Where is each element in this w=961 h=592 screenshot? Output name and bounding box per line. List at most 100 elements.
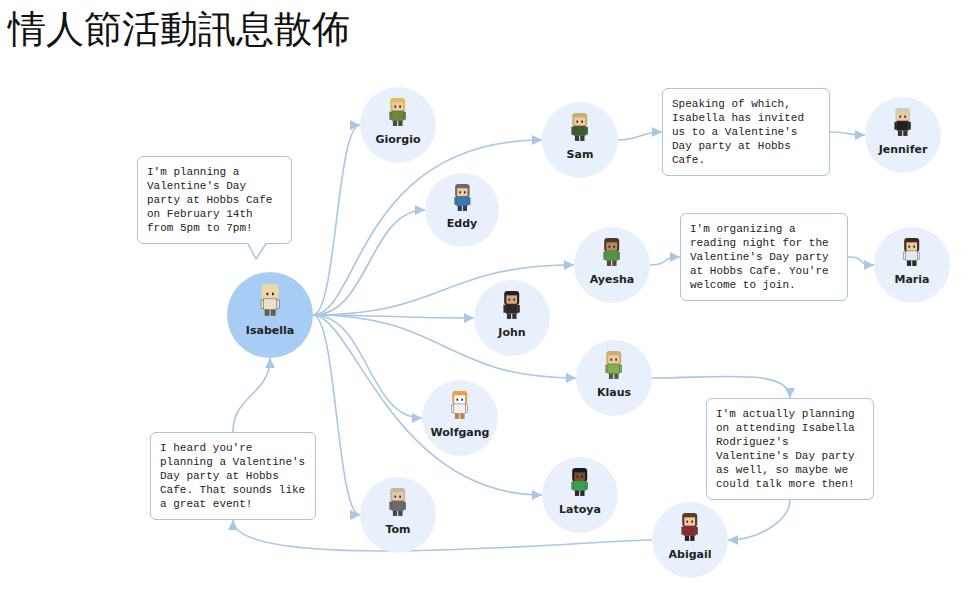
avatar-fringe [608,352,621,355]
message-arrow [618,132,662,140]
avatar-fringe [897,109,910,112]
character-avatar [387,487,408,517]
avatar-leg [613,261,617,266]
bubble-text: I heard you're planning a Valentine's Da… [160,441,306,511]
avatar-body [506,304,518,314]
character-name: Jennifer [865,143,941,156]
character-name: Latoya [542,503,618,516]
avatar-hair [455,184,469,197]
avatar-face [575,471,586,481]
character-avatar [258,283,282,317]
avatar-eye [462,399,464,401]
character-name: Klaus [576,386,652,399]
avatar-body [897,121,909,131]
avatar-face [455,394,466,404]
avatar-face [609,354,620,364]
bubble-text: I'm actually planning on attending Isabe… [716,407,864,491]
avatar-hair [391,98,406,112]
avatar-leg [513,314,517,319]
avatar-hair [605,238,620,252]
avatar-leg [607,261,611,266]
avatar-eye [457,399,459,401]
character-avatar [569,467,590,497]
character-circle: Wolfgang [422,380,498,456]
avatar-body [606,251,618,261]
avatar-leg [507,314,511,319]
character-circle: Abigail [652,502,728,578]
avatar-eye [582,121,584,123]
avatar-eye [266,293,268,295]
avatar-eye [909,246,911,248]
message-arrow [313,315,422,418]
avatar-eye [400,106,402,108]
avatar-hair [896,108,911,122]
avatar-leg [463,206,467,211]
character-avatar [387,97,408,127]
avatar-leg [898,131,902,136]
speech-bubble: I'm actually planning on attending Isabe… [706,398,874,500]
avatar-eye [905,116,907,118]
avatar-leg [575,136,579,141]
message-arrow [313,125,360,315]
avatar-eye [900,116,902,118]
avatar-eye [464,191,466,193]
character-name: Sam [542,148,618,161]
avatar-eye [459,191,461,193]
character-avatar [449,390,470,420]
avatar-leg [685,536,689,541]
bubble-text: Speaking of which, Isabella has invited … [672,97,820,167]
avatar-face [685,516,696,526]
avatar-body [906,251,918,261]
character-name: Tom [360,523,436,536]
avatar-leg [913,261,917,266]
character-avatar [901,237,922,267]
avatar-body [574,126,586,136]
avatar-face [607,241,618,251]
avatar-hair [391,488,406,502]
avatar-fringe [392,489,405,492]
message-arrow [233,358,270,432]
avatar-body [454,404,466,414]
avatar-face [393,491,404,501]
avatar-leg [399,511,403,516]
avatar-eye [509,299,511,301]
character-name: Giorgio [360,133,436,146]
character-name: John [474,326,550,339]
avatar-hair [505,291,520,305]
avatar-hair [573,113,588,127]
speech-bubble: I'm planning a Valentine's Day party at … [137,156,292,244]
avatar-eye [272,293,274,295]
character-circle: Eddy [425,173,499,247]
message-arrow [830,132,865,135]
character-avatar [601,237,622,267]
avatar-fringe [456,185,468,188]
character-avatar [501,290,522,320]
avatar-body [392,111,404,121]
message-arrow [848,257,874,265]
avatar-eye [609,246,611,248]
avatar-eye [614,246,616,248]
speech-bubble: I heard you're planning a Valentine's Da… [150,432,316,520]
avatar-leg [581,491,585,496]
speech-tail-outline [248,244,266,259]
avatar-leg [461,414,465,419]
avatar-eye [395,106,397,108]
avatar-fringe [574,469,587,472]
avatar-hair [453,391,468,405]
avatar-leg [581,136,585,141]
avatar-leg [575,491,579,496]
message-arrow [728,500,790,540]
avatar-eye [616,359,618,361]
avatar-hair [683,513,698,527]
avatar-body [608,364,620,374]
avatar-eye [395,496,397,498]
character-circle: Latoya [542,457,618,533]
avatar-face [898,111,909,121]
avatar-leg [393,121,397,126]
bubble-text: I'm planning a Valentine's Day party at … [147,165,282,235]
avatar-fringe [684,514,697,517]
character-circle: Ayesha [574,227,650,303]
avatar-leg [609,374,613,379]
character-avatar [603,350,624,380]
